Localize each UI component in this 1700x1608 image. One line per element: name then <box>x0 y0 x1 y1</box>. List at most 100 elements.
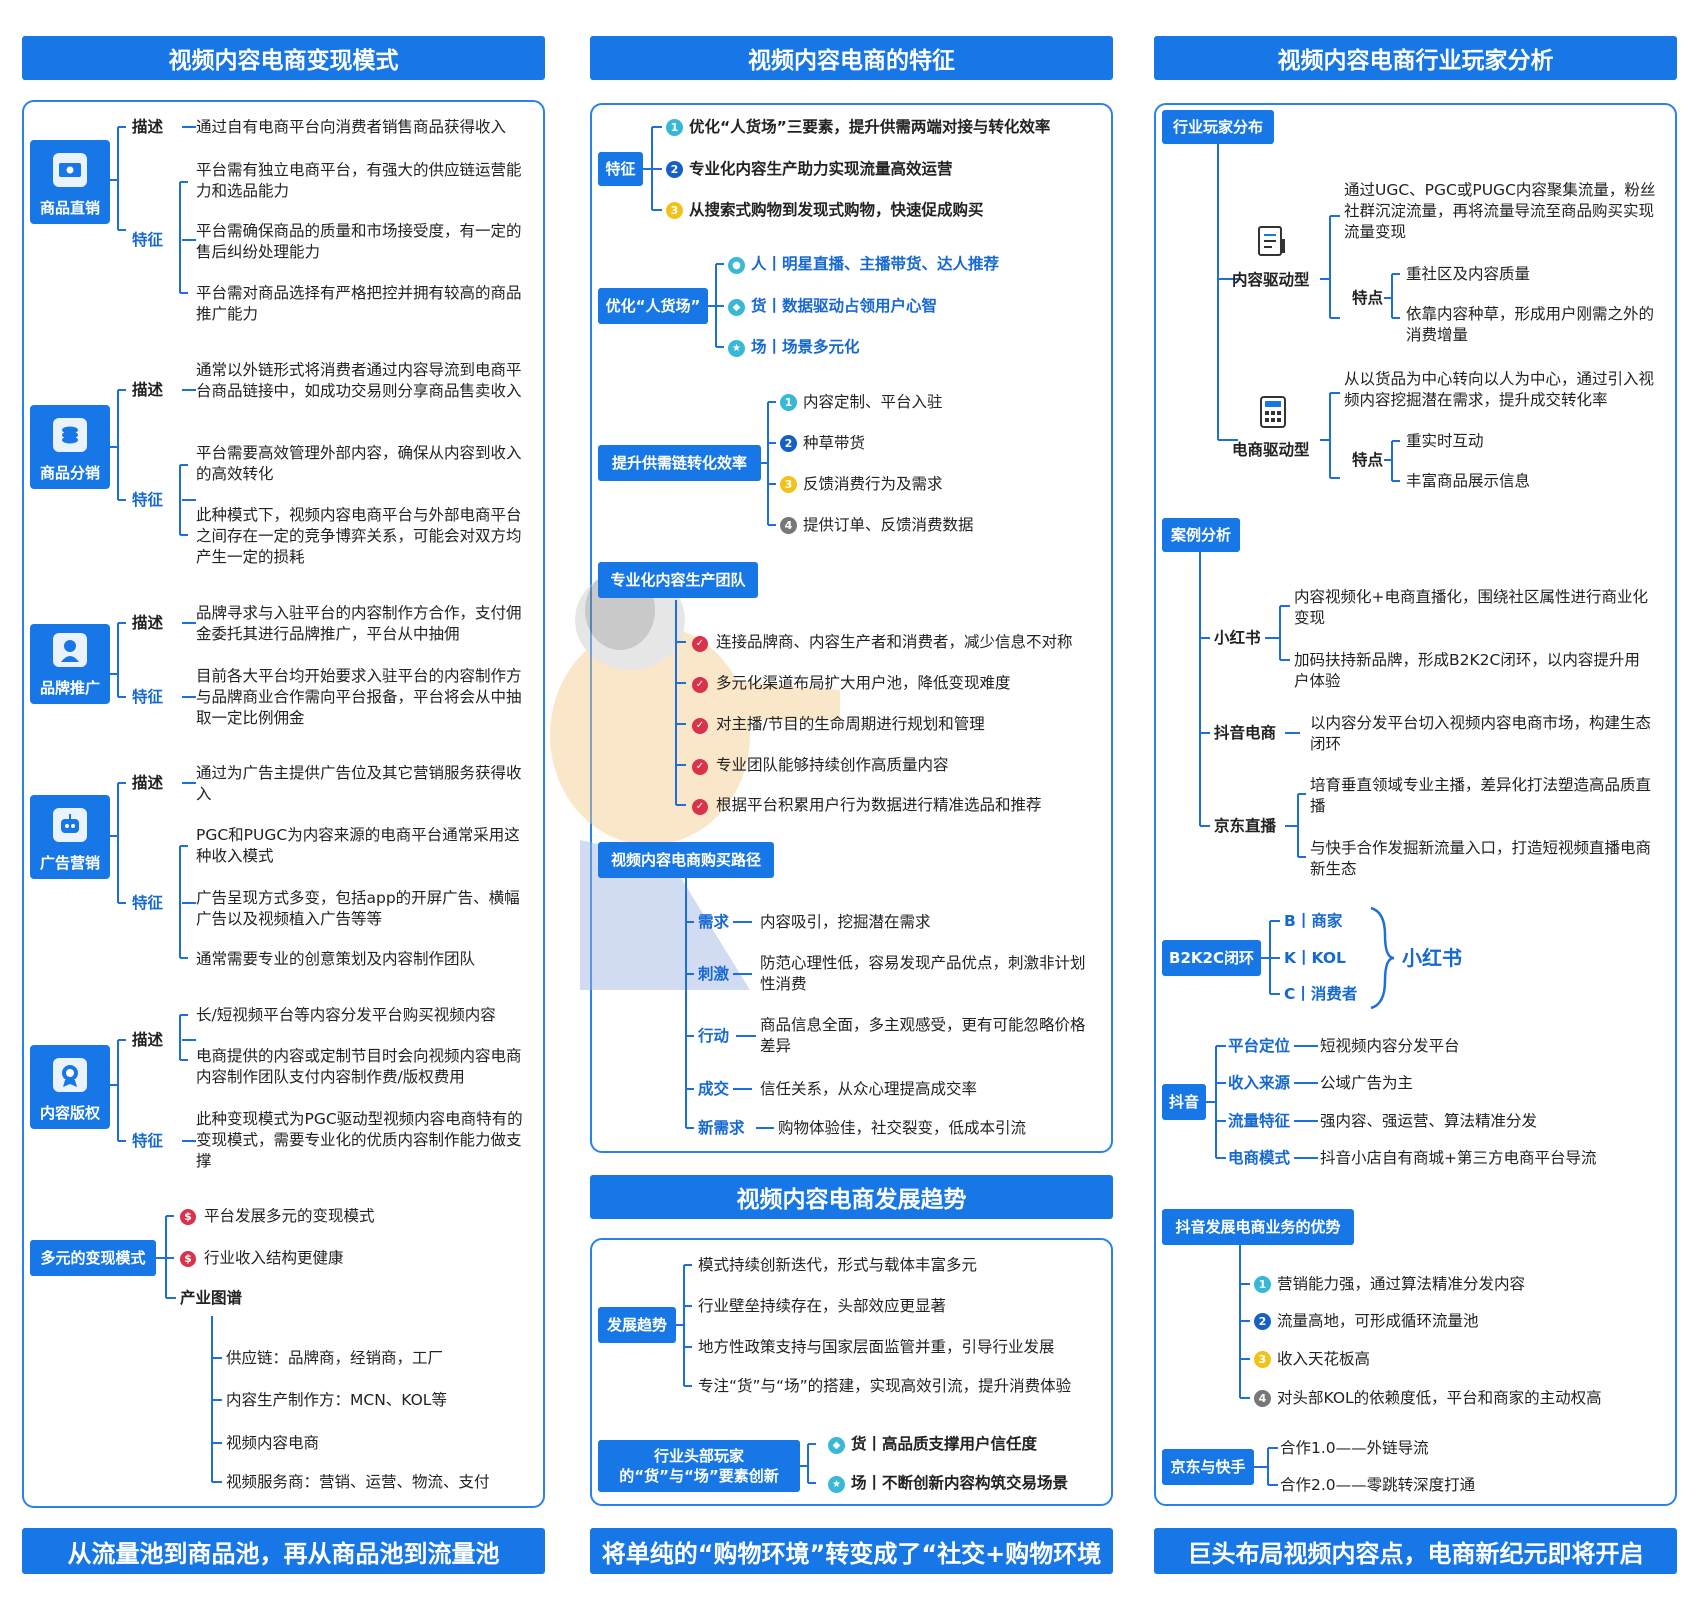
dollar-icon: $ <box>180 1209 196 1225</box>
path-key-2: 行动 <box>698 1027 730 1045</box>
m1-desc: 通过自有电商平台向消费者销售商品获得收入 <box>196 118 507 136</box>
team-item-4: ✓根据平台积累用户行为数据进行精准选品和推荐 <box>692 795 1042 816</box>
m2-feat-1: 此种模式下，视频内容电商平台与外部电商平台之间存在一定的竞争博弈关系，可能会对双… <box>196 506 522 566</box>
path-key-0: 需求 <box>698 913 730 931</box>
m5-desc-1: 长/短视频平台等内容分发平台购买视频内容 <box>196 1006 496 1024</box>
goods-tag-icon: ◆ <box>728 299 745 316</box>
m4-feat-2: 通常需要专业的创意策划及内容制作团队 <box>196 950 476 968</box>
star-icon: ★ <box>728 340 745 357</box>
footer-players: 巨头布局视频内容点，电商新纪元即将开启 <box>1154 1528 1677 1574</box>
m3-feat-0: 目前各大平台均开始要求入驻平台的内容制作方与品牌商业合作需向平台报备，平台将会从… <box>196 667 522 727</box>
tag-player-distribution: 行业玩家分布 <box>1162 110 1274 144</box>
star-icon: ★ <box>828 1476 845 1493</box>
chain-item-0: 供应链：品牌商，经销商，工厂 <box>226 1349 444 1367</box>
multi-item-1: $行业收入结构更健康 <box>180 1248 344 1269</box>
chain-item-2: 视频内容电商 <box>226 1434 320 1452</box>
multi-item-0: $平台发展多元的变现模式 <box>180 1206 375 1227</box>
path-key-4: 新需求 <box>698 1119 745 1137</box>
tag-trends: 发展趋势 <box>598 1307 676 1343</box>
header-players: 视频内容电商行业玩家分析 <box>1154 36 1677 80</box>
ecom-trait: 特点 <box>1352 451 1384 469</box>
label-desc: 描述 <box>132 381 164 399</box>
case-dy-0: 以内容分发平台切入视频内容电商市场，构建生态闭环 <box>1310 714 1652 753</box>
ecom-trait-1: 丰富商品展示信息 <box>1406 472 1531 490</box>
tag-people-goods-place: 优化“人货场” <box>598 288 708 324</box>
tag-distribution: 商品分销 <box>30 405 110 489</box>
team-item-1: ✓多元化渠道布局扩大用户池，降低变现难度 <box>692 673 1011 694</box>
content-trait-1: 依靠内容种草，形成用户刚需之外的消费增量 <box>1406 305 1655 344</box>
head-item-0: ◆货丨高品质支撑用户信任度 <box>828 1434 1037 1455</box>
path-val-4: 购物体验佳，社交裂变，低成本引流 <box>778 1119 1027 1137</box>
chain-item-3: 视频服务商：营销、运营、物流、支付 <box>226 1473 490 1491</box>
tag-content-copyright: 内容版权 <box>30 1045 110 1129</box>
label-desc: 描述 <box>132 774 164 792</box>
ecom-driven-label: 电商驱动型 <box>1232 441 1310 459</box>
tag-jd-kuaishou: 京东与快手 <box>1162 1449 1254 1485</box>
label-feat: 特征 <box>132 231 164 249</box>
m3-desc: 品牌寻求与入驻平台的内容制作方合作，支付佣金委托其进行品牌推广，平台从中抽佣 <box>196 604 522 643</box>
header-features: 视频内容电商的特征 <box>590 36 1113 80</box>
trend-item-2: 地方性政策支持与国家层面监管并重，引导行业发展 <box>698 1338 1055 1356</box>
b2k2c-item-1: K丨KOL <box>1284 949 1346 967</box>
m1-feat-1: 平台需确保商品的质量和市场接受度，有一定的售后纠纷处理能力 <box>196 222 522 261</box>
case-xhs-0: 内容视频化+电商直播化，围绕社区属性进行商业化变现 <box>1294 588 1648 627</box>
m2-feat-0: 平台需要高效管理外部内容，确保从内容到收入的高效转化 <box>196 444 522 483</box>
tag-purchase-path: 视频内容电商购买路径 <box>598 842 774 878</box>
label-desc: 描述 <box>132 1031 164 1049</box>
mascot-watermark-icon <box>550 570 840 990</box>
m5-feat-0: 此种变现模式为PGC驱动型视频内容电商特有的变现模式，需要专业化的优质内容制作能… <box>196 1110 523 1170</box>
m4-feat-0: PGC和PUGC为内容来源的电商平台通常采用这种收入模式 <box>196 826 520 865</box>
dy-key-3: 电商模式 <box>1228 1149 1291 1167</box>
check-icon: ✓ <box>692 718 708 734</box>
case-dy-label: 抖音电商 <box>1214 724 1277 742</box>
team-item-2: ✓对主播/节目的生命周期进行规划和管理 <box>692 714 985 735</box>
tag-douyin-advantages: 抖音发展电商业务的优势 <box>1162 1209 1354 1245</box>
m5-desc-2: 电商提供的内容或定制节目时会向视频内容电商内容制作团队支付内容制作费/版权费用 <box>196 1047 522 1086</box>
footer-monetization: 从流量池到商品池，再从商品池到流量池 <box>22 1528 545 1574</box>
tag-direct-sales: 商品直销 <box>30 140 110 224</box>
m1-feat-0: 平台需有独立电商平台，有强大的供应链运营能力和选品能力 <box>196 161 522 200</box>
dy-key-1: 收入来源 <box>1228 1074 1291 1092</box>
label-feat: 特征 <box>132 1132 164 1150</box>
case-xhs-label: 小红书 <box>1214 629 1261 647</box>
team-item-0: ✓连接品牌商、内容生产者和消费者，减少信息不对称 <box>692 632 1073 653</box>
check-icon: ✓ <box>692 799 708 815</box>
jdks-item-1: 合作2.0——零跳转深度打通 <box>1280 1476 1476 1494</box>
m2-desc: 通常以外链形式将消费者通过内容导流到电商平台商品链接中，如成功交易则分享商品售卖… <box>196 361 522 400</box>
rhc-item-2: ★场丨场景多元化 <box>728 337 860 358</box>
m4-desc: 通过为广告主提供广告位及其它营销服务获得收入 <box>196 764 522 803</box>
dy-val-0: 短视频内容分发平台 <box>1320 1037 1460 1055</box>
tag-case-analysis: 案例分析 <box>1162 518 1240 552</box>
label-feat: 特征 <box>132 894 164 912</box>
money-bill-icon <box>53 153 87 187</box>
m1-feat-2: 平台需对商品选择有严格把控并拥有较高的商品推广能力 <box>196 284 522 323</box>
header-monetization: 视频内容电商变现模式 <box>22 36 545 80</box>
tag-supply-chain: 提升供需链转化效率 <box>598 445 761 481</box>
tag-pro-team: 专业化内容生产团队 <box>598 562 758 598</box>
tag-b2k2c: B2K2C闭环 <box>1162 940 1261 976</box>
case-jd-label: 京东直播 <box>1214 817 1277 835</box>
path-key-1: 刺激 <box>698 965 730 983</box>
tag-brand-promotion: 品牌推广 <box>30 624 110 704</box>
path-val-2: 商品信息全面，多主观感受，更有可能忽略价格差异 <box>760 1016 1086 1055</box>
dy-val-2: 强内容、强运营、算法精准分发 <box>1320 1112 1538 1130</box>
tag-features: 特征 <box>598 152 643 186</box>
m4-feat-1: 广告呈现方式多变，包括app的开屏广告、横幅广告以及视频植入广告等等 <box>196 889 520 928</box>
tag-head-players: 行业头部玩家的“货”与“场”要素创新 <box>598 1440 800 1492</box>
path-key-3: 成交 <box>698 1080 730 1098</box>
content-driven-label: 内容驱动型 <box>1232 271 1310 289</box>
path-val-3: 信任关系，从众心理提高成交率 <box>760 1080 978 1098</box>
label-feat: 特征 <box>132 491 164 509</box>
label-desc: 描述 <box>132 614 164 632</box>
content-trait: 特点 <box>1352 289 1384 307</box>
content-driven-desc: 通过UGC、PGC或PUGC内容聚集流量，粉丝社群沉淀流量，再将流量导流至商品购… <box>1344 181 1656 241</box>
